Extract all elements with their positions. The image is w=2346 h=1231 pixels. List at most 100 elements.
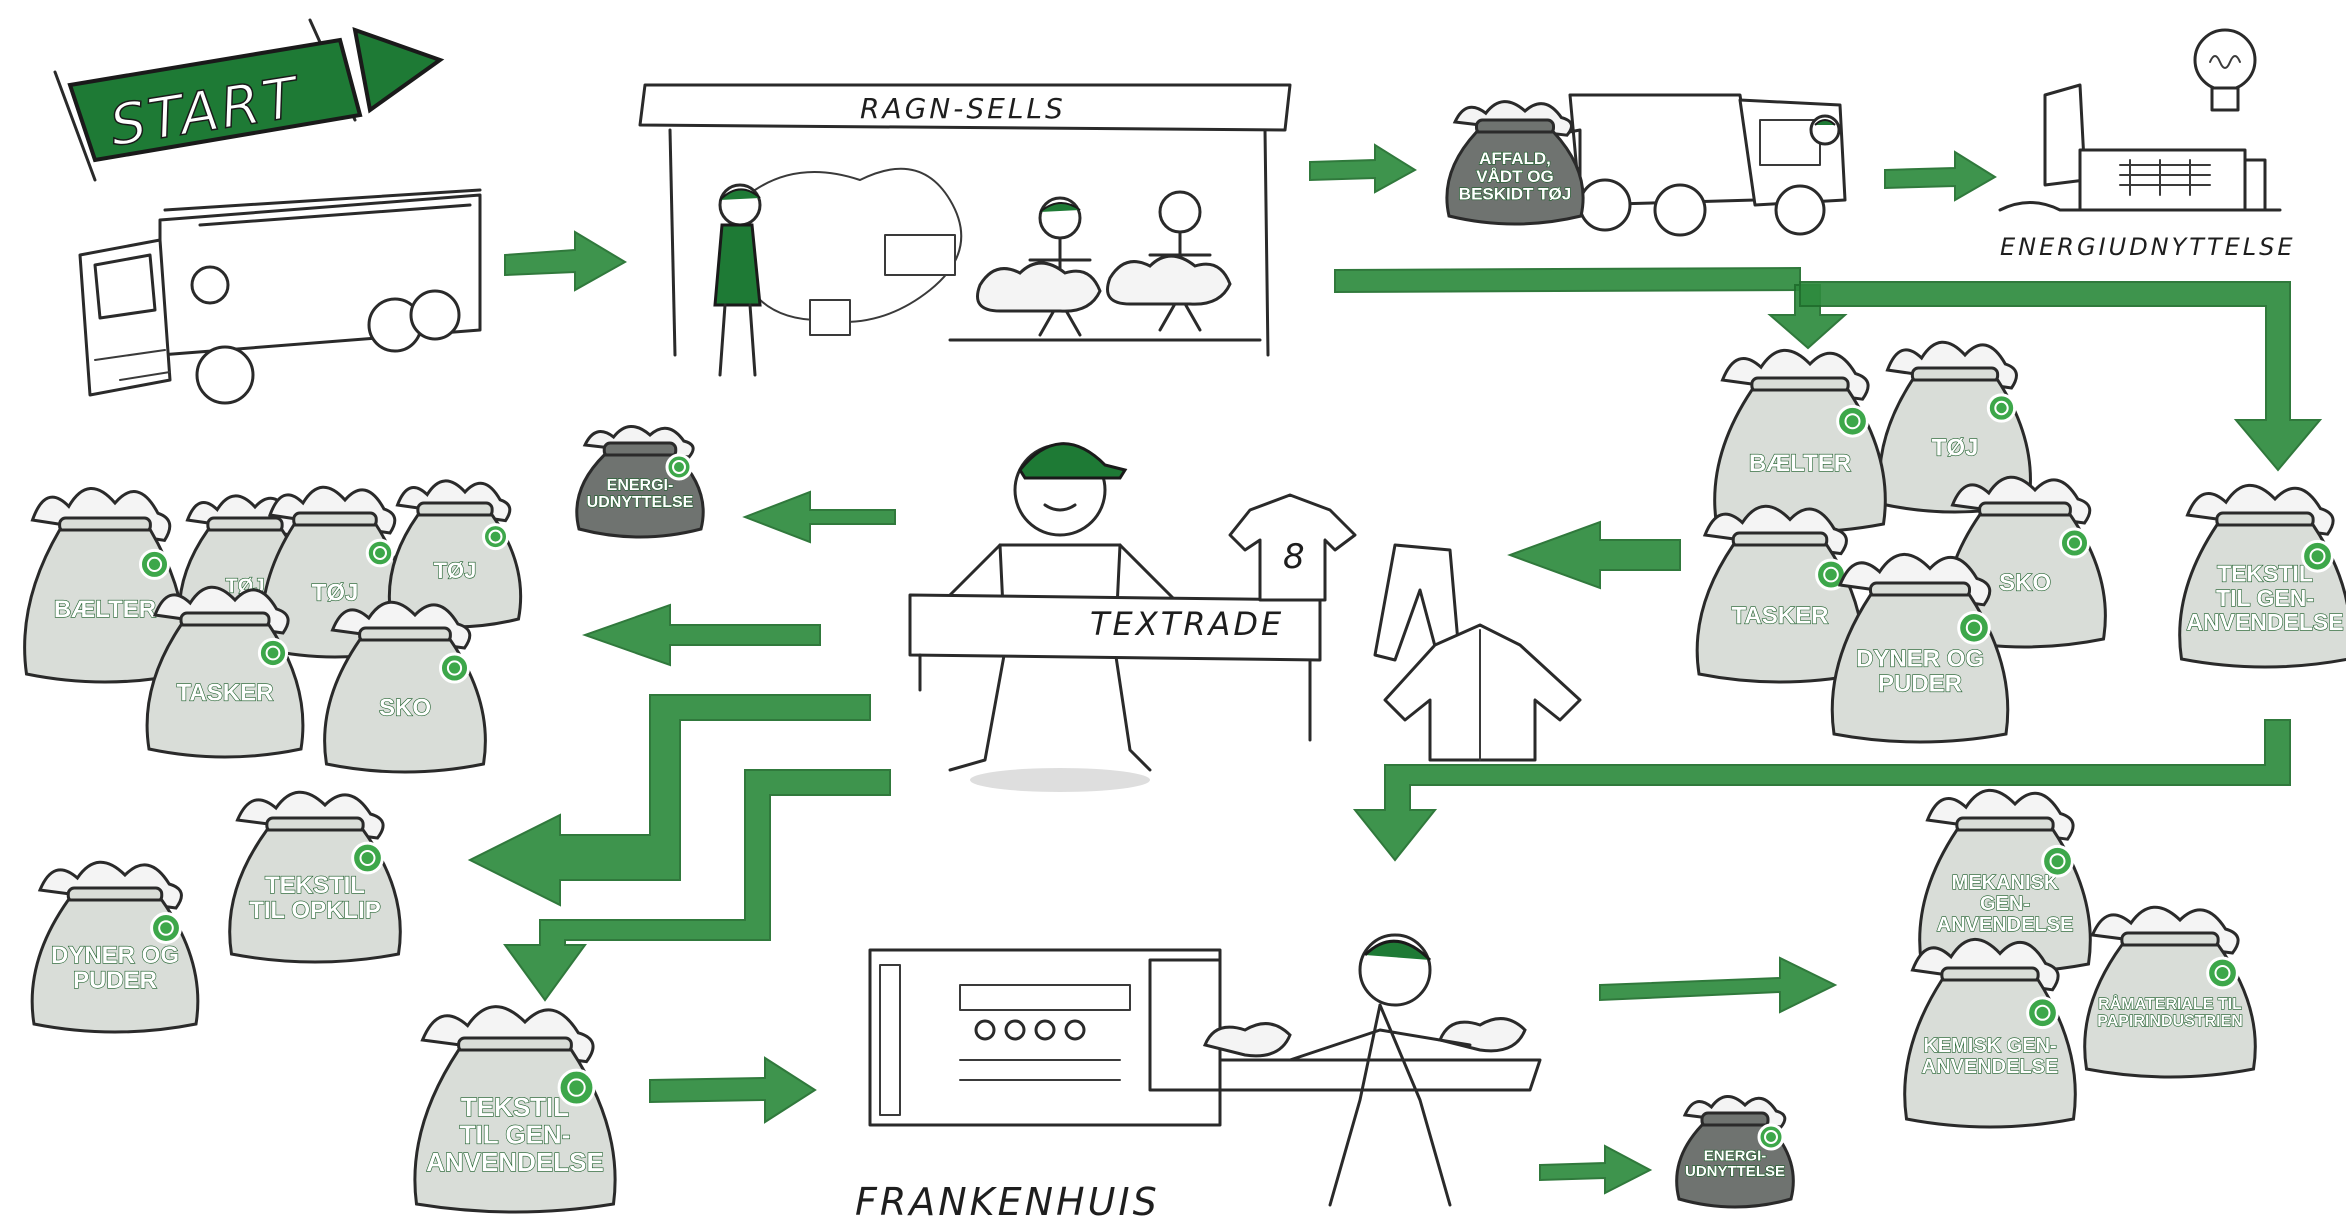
sack-label: TEKSTIL [2217,561,2313,587]
sack-label: ENERGI- [1704,1147,1767,1164]
sack-label: ANVENDELSE [2186,609,2343,635]
sack-baelter-left: BÆLTER [23,487,187,684]
sack-sko-left: SKO [323,600,487,774]
shirt-number: 8 [1283,537,1308,577]
arrow-truck-to-ragnsells [504,230,627,292]
arrow-right-to-frankenhuis [1352,719,2291,862]
energiudnyttelse-label: ENERGIUDNYTTELSE [2000,233,2296,261]
arrow-frankenhuis-to-energi [1539,1144,1653,1195]
sack-label: PUDER [73,967,157,994]
sack-sko-right: SKO [1943,475,2107,649]
start-sign: START [53,18,445,182]
sack-label: TØJ [1932,434,1979,461]
sack-label: ENERGI- [607,477,674,494]
sack-label: BÆLTER [54,596,156,623]
recycle-icon [1836,404,1869,438]
sack-label: KEMISK GEN- [1923,1035,2056,1057]
recycle-icon [257,637,289,669]
trousers-icon [1373,543,1462,667]
arrow-sorted-to-textrade [1507,520,1681,590]
recycle-icon [557,1068,596,1107]
sack-label: MEKANISK [1952,872,2059,894]
sack-label: BESKIDT TØJ [1459,185,1571,204]
sack-label: UDNYTTELSE [1685,1163,1785,1180]
sack-label: SKO [1999,569,2051,596]
sack-label: AFFALD, [1479,149,1551,168]
sack-label: TEKSTIL [265,872,365,899]
sack-body [1445,130,1585,226]
sack-label: UDNYTTELSE [587,494,694,511]
sack-label: DYNER OG [51,942,179,969]
sack-baelter-right: BÆLTER [1713,348,1887,534]
arrow-textrade-to-opklip [467,694,871,907]
sack-label: TEKSTIL [461,1092,569,1122]
recycle-icon [665,453,693,481]
recycle-icon [482,523,509,551]
sack-label: ANVENDELSE [426,1147,604,1177]
recycle-icon [1757,1123,1785,1151]
sack-label: DYNER OG [1856,646,1984,673]
sack-label: RÅMATERIALE TIL [2098,994,2242,1013]
sack-label: TASKER [177,679,274,706]
sack-kemisk: KEMISK GEN-ANVENDELSE [1903,937,2077,1129]
arrow-genanv-to-frankenhuis [649,1056,817,1124]
arrow-truck-to-plant [1884,150,1997,202]
arrow-textrade-to-genanv [503,769,891,1002]
sack-label: PUDER [1878,671,1962,698]
sack-label: ANVENDELSE [1922,1056,2059,1078]
sack-energi-left: ENERGI-UDNYTTELSE [575,425,705,539]
sack-label: TIL GEN- [460,1120,571,1150]
recycle-icon [2041,844,2074,878]
ragn-sells-label: RAGN-SELLS [860,92,1066,125]
sack-energi-bottom: ENERGI-UDNYTTELSE [1675,1095,1795,1209]
sack-label: TØJ [434,558,477,583]
frankenhuis-station: FRANKENHUIS [855,933,1542,1224]
recycle-icon [2058,527,2091,559]
recycle-icon [2026,996,2059,1030]
arrow-down-to-tekstil-right [1799,281,2323,472]
collection-truck [78,188,482,405]
sack-label: TASKER [1732,602,1829,629]
recycle-icon [438,652,471,684]
recycle-icon [138,548,171,580]
sack-tasker-right: TASKER [1695,504,1865,684]
recycle-icon [1957,611,1991,645]
waste-truck [1498,93,1847,237]
tshirt-icon: 8 [1228,493,1357,602]
light-bulb-icon [2193,28,2257,112]
textrade-label: TEXTRADE [1090,605,1284,643]
sack-label: GEN- [1980,893,2030,915]
recycle-icon [365,538,395,568]
sack-toj-left-3: TØJ [387,479,523,629]
arrow-ragnsells-to-affald [1309,143,1417,194]
sack-label: SKO [379,694,431,721]
recycle-icon [150,912,182,944]
jacket-icon [1383,623,1582,762]
sack-label: PAPIRINDUSTRIEN [2097,1013,2243,1030]
sack-label: TØJ [312,579,359,606]
recycle-icon [1986,393,2017,423]
frankenhuis-label: FRANKENHUIS [855,1180,1160,1224]
sack-label: TIL GEN- [2216,585,2314,611]
arrow-frankenhuis-to-mekanisk [1599,956,1838,1014]
sack-label: ANVENDELSE [1937,914,2074,936]
recycle-icon [2206,956,2239,990]
arrow-textrade-to-energi [742,490,896,544]
recycle-icon [2301,539,2334,573]
energy-plant: ENERGIUDNYTTELSE [1998,28,2296,261]
recycle-icon [351,841,384,875]
sack-label: TIL OPKLIP [249,897,381,924]
textrade-station: TEXTRADE 8 [908,442,1582,792]
sack-toj-right: TØJ [1878,340,2032,514]
flow-arrows [467,143,2323,1195]
